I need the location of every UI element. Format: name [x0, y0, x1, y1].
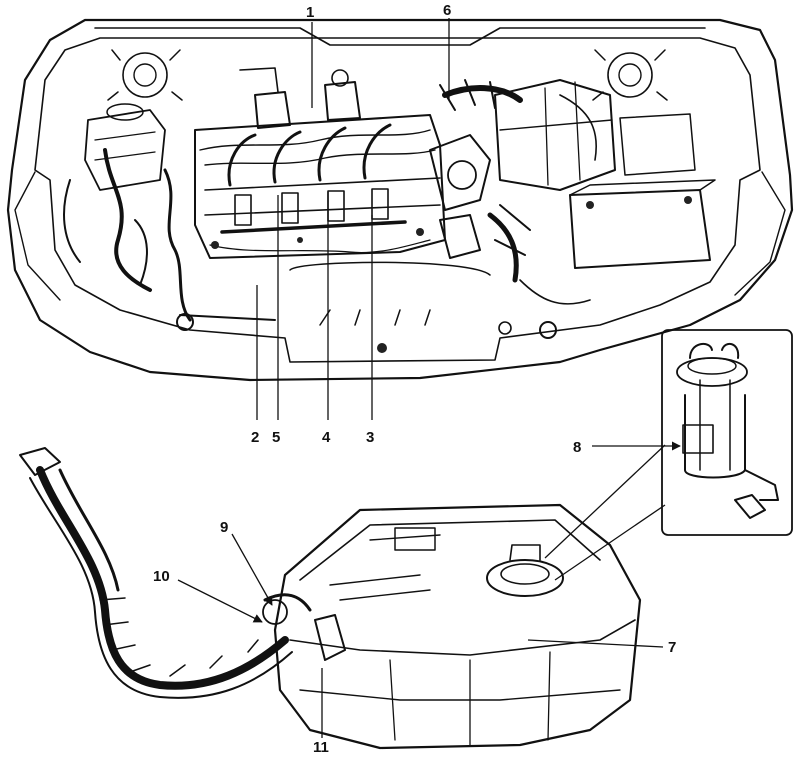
callout-7: 7 — [668, 639, 676, 656]
callout-8: 8 — [573, 439, 581, 456]
callout-11: 11 — [313, 739, 329, 756]
fuel-tank-illustration — [19, 447, 642, 750]
callout-10: 10 — [153, 568, 170, 585]
callout-6: 6 — [443, 2, 451, 19]
leader-lines — [177, 18, 681, 738]
callout-5: 5 — [272, 429, 280, 446]
engine-bay-illustration — [6, 18, 794, 382]
left-strut-top — [107, 49, 183, 101]
right-strut-top — [592, 49, 668, 101]
callout-1: 1 — [306, 4, 314, 21]
engine-block — [194, 67, 446, 259]
fuel-pump-inset — [661, 329, 793, 536]
callout-labels: 1 2 3 4 5 6 7 8 9 10 11 — [153, 2, 676, 756]
callout-9: 9 — [220, 519, 228, 536]
coolant-reservoir — [84, 103, 166, 191]
callout-2: 2 — [251, 429, 259, 446]
battery — [569, 113, 716, 269]
callout-3: 3 — [366, 429, 374, 446]
callout-4: 4 — [322, 429, 331, 446]
throttle-body — [429, 134, 491, 259]
air-intake-duct — [439, 79, 531, 283]
air-filter-box — [494, 79, 616, 191]
